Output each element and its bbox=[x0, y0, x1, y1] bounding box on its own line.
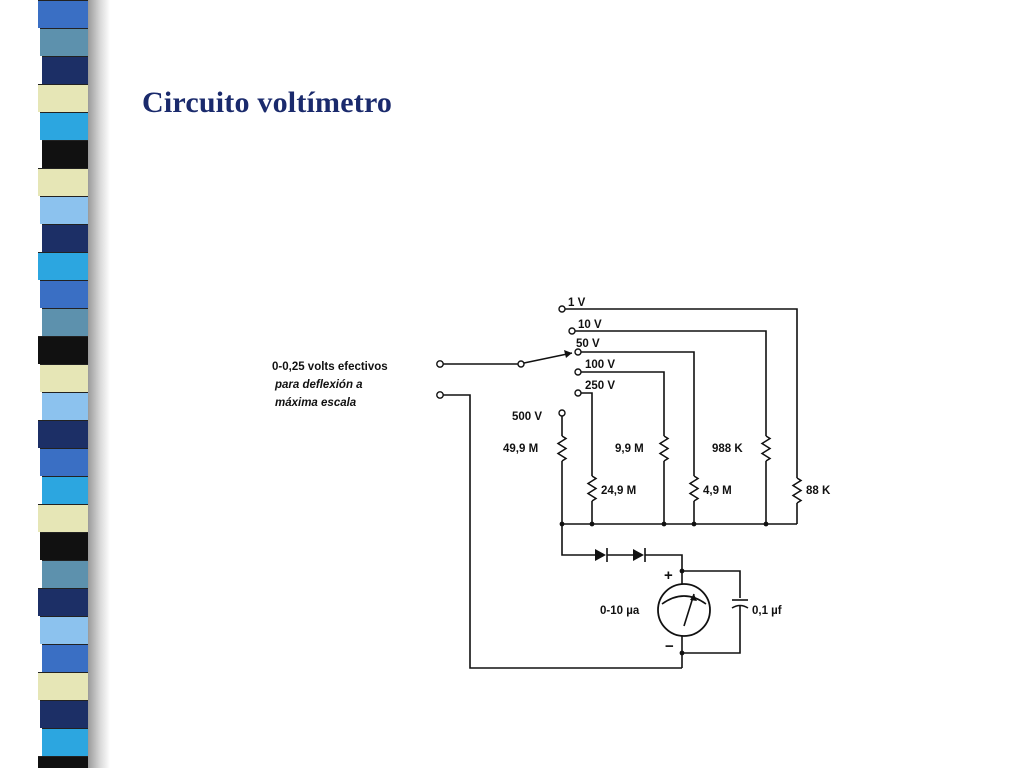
wire-10v bbox=[575, 330, 767, 436]
diode-1 bbox=[595, 549, 606, 561]
junction-dot bbox=[661, 521, 667, 527]
stripe-segment bbox=[40, 616, 94, 644]
range-label-10v: 10 V bbox=[578, 319, 602, 331]
input-terminal-top bbox=[436, 360, 444, 368]
meter-needle-tip bbox=[690, 594, 697, 601]
resistor-49-9m bbox=[556, 435, 568, 462]
resistor-4-9m bbox=[688, 475, 700, 502]
capacitor-plate-bottom bbox=[731, 604, 749, 609]
resistor-24-9m bbox=[586, 475, 598, 502]
range-terminal-1v bbox=[558, 305, 566, 313]
switch-arm bbox=[523, 352, 573, 364]
input-label-line-2: para deflexión a bbox=[274, 379, 363, 391]
input-label-line-3: máxima escala bbox=[275, 397, 357, 409]
junction-dot bbox=[589, 521, 595, 527]
resistor-9-9m bbox=[658, 435, 670, 462]
stripe-segment bbox=[40, 196, 94, 224]
wire-return bbox=[443, 394, 682, 669]
range-label-50v: 50 V bbox=[576, 338, 600, 350]
range-terminal-100v bbox=[574, 368, 582, 376]
stripe-segment bbox=[40, 28, 94, 56]
switch-pivot bbox=[517, 360, 525, 368]
wire-100v bbox=[581, 371, 665, 436]
resistor-988k bbox=[760, 435, 772, 462]
stripe-segment bbox=[38, 336, 94, 364]
wire-1v bbox=[565, 308, 798, 478]
input-label-line-1: 0-0,25 volts efectivos bbox=[272, 361, 388, 373]
wire-50v bbox=[581, 351, 695, 476]
range-terminal-10v bbox=[568, 327, 576, 335]
stripe-segment bbox=[38, 252, 94, 280]
stripe-segment bbox=[42, 392, 94, 420]
stripe-shadow bbox=[88, 0, 110, 768]
stripe-segment bbox=[40, 700, 94, 728]
junction-dot bbox=[691, 521, 697, 527]
stripe-segment bbox=[38, 672, 94, 700]
stripe-segment bbox=[38, 588, 94, 616]
microammeter bbox=[657, 583, 711, 637]
wire-bus-to-diodes bbox=[561, 524, 595, 556]
stripe-segment bbox=[40, 280, 94, 308]
slide-title: Circuito voltímetro bbox=[142, 86, 393, 119]
wire-diodes-to-meter bbox=[645, 554, 683, 571]
stripe-segment bbox=[42, 140, 94, 168]
input-terminal-bottom bbox=[436, 391, 444, 399]
stripe-segment bbox=[38, 504, 94, 532]
capacitor-label: 0,1 µf bbox=[752, 605, 782, 617]
range-label-1v: 1 V bbox=[568, 297, 586, 309]
diode-2 bbox=[633, 549, 644, 561]
stripe-segment bbox=[42, 476, 94, 504]
stripe-column bbox=[38, 0, 98, 768]
resistor-label-988k: 988 K bbox=[712, 443, 743, 455]
resistor-label-24-9m: 24,9 M bbox=[601, 485, 636, 497]
resistor-label-49-9m: 49,9 M bbox=[503, 443, 538, 455]
stripe-segment bbox=[38, 168, 94, 196]
switch-arm-arrow bbox=[564, 350, 572, 358]
stripe-segment bbox=[42, 308, 94, 336]
resistor-label-88k: 88 K bbox=[806, 485, 831, 497]
decorative-stripe-band bbox=[0, 0, 110, 768]
range-label-500v: 500 V bbox=[512, 411, 542, 423]
stripe-segment bbox=[40, 532, 94, 560]
range-label-100v: 100 V bbox=[585, 359, 615, 371]
resistor-label-4-9m: 4,9 M bbox=[703, 485, 732, 497]
stripe-segment bbox=[38, 420, 94, 448]
wire-250v bbox=[581, 392, 593, 476]
wire-meter-to-cap-top bbox=[682, 570, 741, 598]
stripe-segment bbox=[38, 84, 94, 112]
stripe-segment bbox=[42, 560, 94, 588]
range-terminal-250v bbox=[574, 389, 582, 397]
junction-dot bbox=[679, 650, 685, 656]
range-terminal-500v bbox=[558, 409, 566, 417]
stripe-segment bbox=[42, 56, 94, 84]
stripe-segment bbox=[38, 756, 94, 768]
stripe-segment bbox=[42, 644, 94, 672]
range-label-250v: 250 V bbox=[585, 380, 615, 392]
wire-cap-to-minus bbox=[682, 606, 741, 654]
meter-label: 0-10 µa bbox=[600, 605, 640, 617]
stripe-segment bbox=[42, 728, 94, 756]
meter-scale-arc bbox=[661, 595, 707, 605]
resistor-label-9-9m: 9,9 M bbox=[615, 443, 644, 455]
stripe-segment bbox=[40, 364, 94, 392]
junction-dot bbox=[763, 521, 769, 527]
stripe-segment bbox=[42, 224, 94, 252]
stripe-segment bbox=[40, 112, 94, 140]
stripe-segment bbox=[40, 448, 94, 476]
meter-plus-sign: + bbox=[664, 567, 673, 584]
meter-minus-sign: − bbox=[665, 638, 674, 655]
stripe-segment bbox=[38, 0, 94, 28]
resistor-88k bbox=[791, 477, 803, 504]
